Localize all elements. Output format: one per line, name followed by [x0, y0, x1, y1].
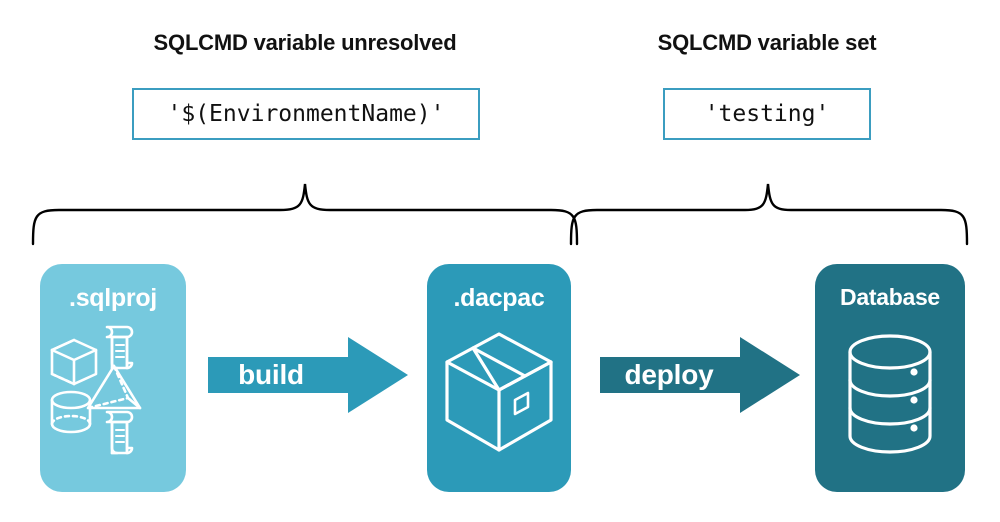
stage-box-dacpac: .dacpac — [427, 264, 571, 492]
arrow-deploy — [600, 337, 800, 413]
brace-unresolved — [31, 183, 579, 246]
stage-label-database: Database — [840, 284, 940, 310]
stage-box-sqlproj: .sqlproj — [40, 264, 186, 492]
cylinder-wireframe-icon — [50, 390, 92, 434]
database-cylinder-icon — [848, 334, 932, 454]
sqlcmd-variable-value-set: 'testing' — [663, 88, 871, 140]
pyramid-wireframe-icon — [86, 364, 142, 410]
sqlcmd-variable-value-unresolved: '$(EnvironmentName)' — [132, 88, 480, 140]
stage-box-database: Database — [815, 264, 965, 492]
group-heading-unresolved: SQLCMD variable unresolved — [153, 30, 457, 55]
package-box-icon — [445, 332, 553, 452]
arrow-build — [208, 337, 408, 413]
stage-label-dacpac: .dacpac — [453, 284, 545, 312]
brace-set — [569, 183, 969, 246]
cube-wireframe-icon — [50, 338, 98, 386]
script-scroll-icon — [105, 410, 134, 455]
script-scroll-icon — [105, 325, 134, 370]
group-heading-set: SQLCMD variable set — [657, 30, 877, 55]
stage-label-sqlproj: .sqlproj — [69, 284, 157, 312]
sqlproj-artifacts-group — [50, 325, 142, 455]
